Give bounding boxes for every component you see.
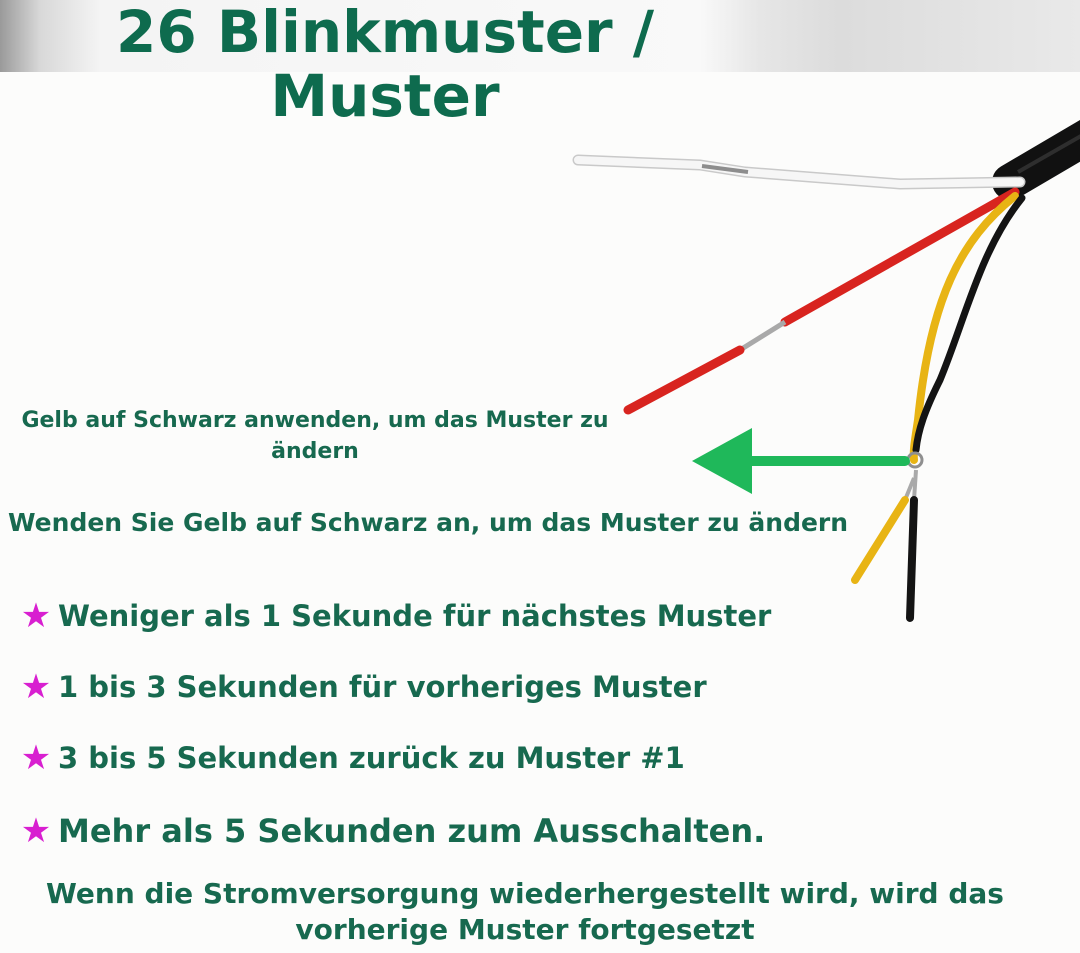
green-arrow-icon: [692, 428, 910, 494]
title-line-2: Muster: [270, 62, 500, 130]
rule-item: ★ 1 bis 3 Sekunden für vorheriges Muster: [16, 667, 707, 707]
rule-text: 3 bis 5 Sekunden zurück zu Muster #1: [58, 741, 685, 775]
rule-item: ★ Weniger als 1 Sekunde für nächstes Mus…: [16, 596, 772, 636]
cable-sheath: [992, 119, 1080, 200]
star-icon: ★: [20, 596, 52, 636]
rule-text: Weniger als 1 Sekunde für nächstes Muste…: [58, 599, 772, 633]
footer-line-2: vorherige Muster fortgesetzt: [295, 913, 755, 946]
page-title: 26 Blinkmuster / Muster: [60, 0, 710, 128]
black-wire: [906, 194, 1026, 622]
rule-text: 1 bis 3 Sekunden für vorheriges Muster: [58, 670, 707, 704]
star-icon: ★: [20, 811, 52, 851]
star-icon: ★: [20, 667, 52, 707]
apply-instruction-long: Wenden Sie Gelb auf Schwarz an, um das M…: [8, 508, 849, 537]
apply-instruction-short: Gelb auf Schwarz anwenden, um das Muster…: [21, 408, 609, 464]
rule-text: Mehr als 5 Sekunden zum Ausschalten.: [58, 812, 766, 850]
red-wire: [623, 187, 1020, 415]
white-wire: [572, 154, 1026, 190]
rule-item: ★ Mehr als 5 Sekunden zum Ausschalten.: [16, 811, 766, 851]
footer-line-1: Wenn die Stromversorgung wiederhergestel…: [46, 877, 1004, 910]
footer-note: Wenn die Stromversorgung wiederhergestel…: [0, 876, 1050, 948]
rule-item: ★ 3 bis 5 Sekunden zurück zu Muster #1: [16, 738, 685, 778]
star-icon: ★: [20, 738, 52, 778]
header-band: [0, 0, 1080, 72]
title-line-1: 26 Blinkmuster /: [115, 0, 655, 66]
